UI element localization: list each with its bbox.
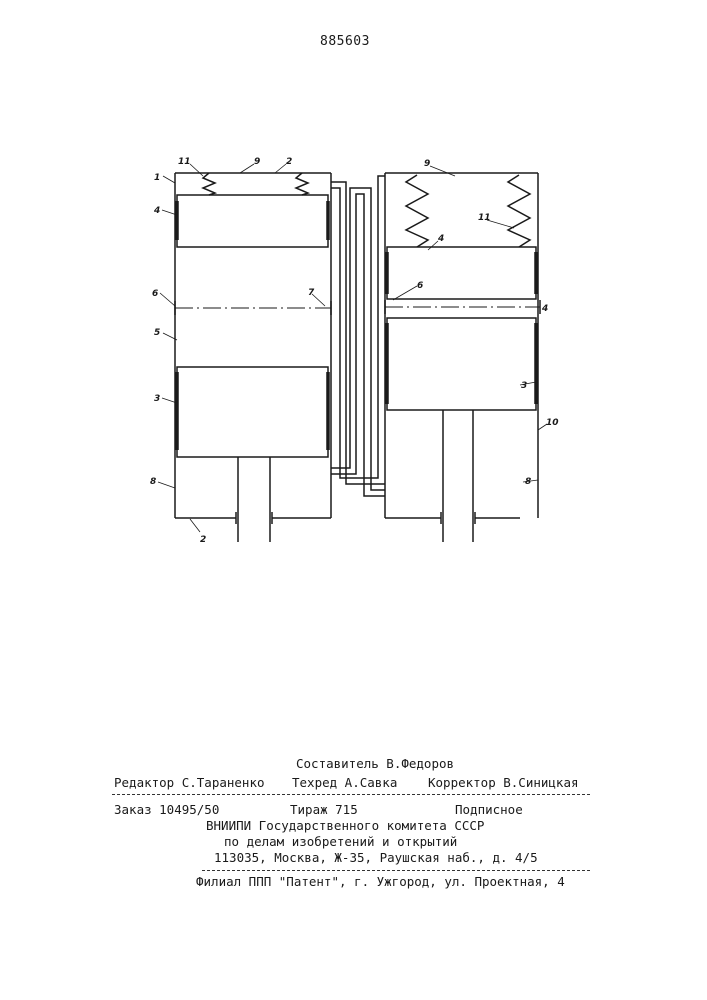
- label-right-springs: 11: [478, 213, 491, 223]
- label-left-housing: 1: [154, 173, 160, 183]
- label-left-gas-cavity: 9: [254, 157, 260, 167]
- right-floating-piston: [387, 247, 536, 299]
- label-right-gas-cavity: 9: [424, 159, 430, 169]
- label-left-floating-piston: 4: [153, 206, 160, 216]
- left-floating-piston: [177, 195, 328, 247]
- label-left-cavity-5: 5: [154, 328, 160, 338]
- right-spring-2: [508, 175, 530, 247]
- left-spring-1: [203, 173, 215, 195]
- pipe-lower-2: [331, 194, 385, 496]
- pipe-upper-inner: [331, 176, 385, 478]
- label-right-axis-6: 6: [417, 281, 423, 291]
- pipe-lower-1: [331, 188, 385, 490]
- left-main-piston: [177, 367, 328, 457]
- label-left-cover-top: 2: [286, 157, 292, 167]
- label-left-lower-cavity: 8: [150, 477, 156, 487]
- label-right-floating-piston: 4: [437, 234, 444, 244]
- right-spring-1: [406, 175, 428, 247]
- label-left-cover-bottom: 2: [200, 535, 206, 545]
- pipe-upper-outer: [331, 182, 385, 484]
- label-right-main-piston: 3: [521, 381, 527, 391]
- label-left-main-piston: 3: [154, 394, 160, 404]
- label-left-axis-6: 6: [152, 289, 158, 299]
- label-left-springs: 11: [178, 157, 191, 167]
- label-left-axis-7: 7: [308, 288, 315, 298]
- left-spring-2: [296, 173, 308, 195]
- label-right-wall: 10: [546, 418, 559, 428]
- right-main-piston: [387, 318, 536, 410]
- label-right-lower-cavity: 8: [525, 477, 531, 487]
- label-right-axis-end: 4: [541, 304, 548, 314]
